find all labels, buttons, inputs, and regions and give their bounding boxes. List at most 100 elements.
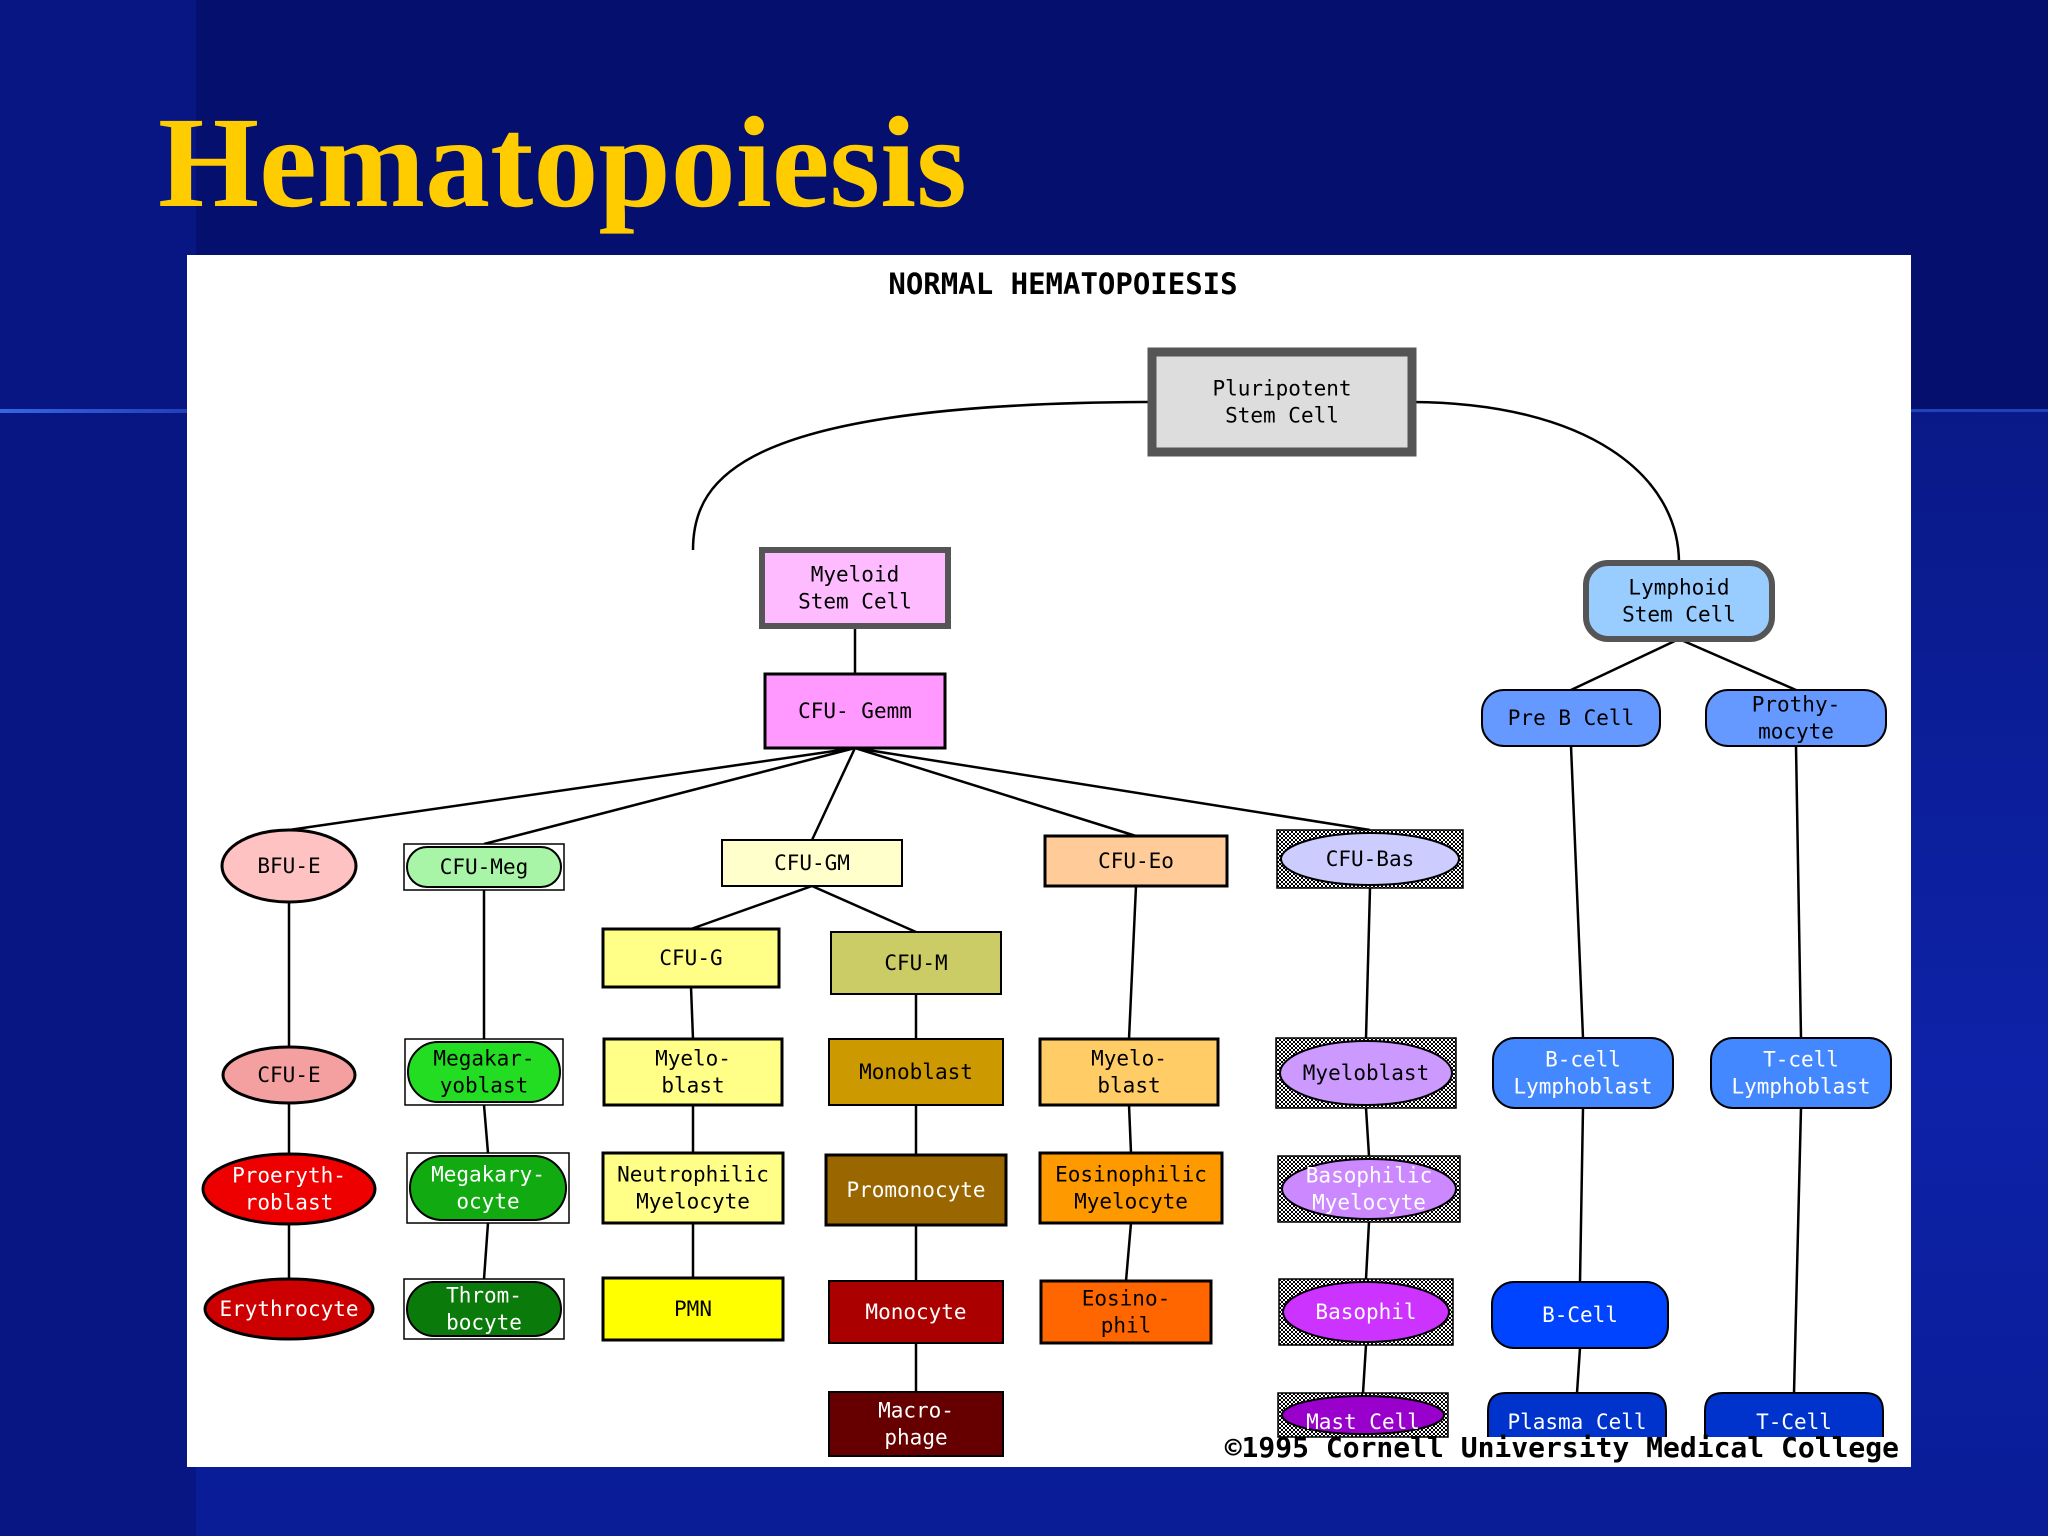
node-label: CFU-G — [659, 946, 722, 970]
node-label: Myelocyte — [1074, 1190, 1188, 1214]
node-label: Promonocyte — [846, 1178, 985, 1202]
node-plasma-cell: Plasma Cell — [1487, 1392, 1667, 1437]
node-label: Myelocyte — [636, 1190, 750, 1214]
connector-cfu_eo-myeloblast_eo — [1127, 885, 1138, 1040]
node-label: roblast — [245, 1191, 334, 1215]
node-label: Basophilic — [1306, 1164, 1432, 1188]
connector-megakaryocyte-thrombocyte — [482, 1222, 490, 1280]
copyright-notice: ©1995 Cornell University Medical College — [1225, 1431, 1899, 1464]
node-cfu-eo: CFU-Eo — [1043, 834, 1229, 888]
node-label: Eosino- — [1082, 1287, 1171, 1311]
node-label: Lymphoid — [1628, 576, 1729, 600]
node-label: Neutrophilic — [617, 1163, 769, 1187]
connector-myeloblast_bas-basophilic_myelocyte — [1364, 1107, 1371, 1157]
node-label: blast — [661, 1074, 724, 1098]
connector-basophil-mast_cell — [1361, 1344, 1368, 1394]
node-label: Lymphoblast — [1513, 1075, 1652, 1099]
node-label: Macro- — [878, 1399, 954, 1423]
node-monocyte: Monocyte — [828, 1280, 1004, 1344]
connector-basophilic_myelocyte-basophil — [1364, 1221, 1371, 1280]
node-label: CFU-Meg — [440, 855, 529, 879]
node-label: Stem Cell — [1622, 603, 1736, 627]
connector-cfu_gemm-cfu_eo — [854, 746, 1137, 838]
connector-cfu_gemm-cfu_gm — [810, 747, 857, 841]
node-label: CFU- Gemm — [798, 699, 912, 723]
node-label: B-cell — [1545, 1048, 1621, 1072]
connector-t_lymphoblast-t_cell — [1792, 1107, 1803, 1394]
node-pmn: PMN — [601, 1276, 785, 1342]
node-label: Monocyte — [865, 1300, 966, 1324]
node-mast-cell: Mast Cell — [1277, 1392, 1449, 1438]
node-label: Myelo- — [655, 1047, 731, 1071]
node-label: Pluripotent — [1212, 377, 1351, 401]
node-label: BFU-E — [257, 854, 320, 878]
node-promonocyte: Promonocyte — [824, 1153, 1008, 1227]
node-erythrocyte: Erythrocyte — [203, 1277, 375, 1341]
node-label: B-Cell — [1542, 1303, 1618, 1327]
node-label: Megakar- — [433, 1047, 534, 1071]
node-myeloblast-bas: Myeloblast — [1275, 1037, 1457, 1109]
header-divider-right — [1910, 409, 2048, 412]
connector-cfu_gemm-cfu_meg — [483, 746, 856, 846]
node-label: Monoblast — [859, 1060, 973, 1084]
node-label: Megakary- — [431, 1163, 545, 1187]
node-label: Erythrocyte — [219, 1297, 358, 1321]
node-label: Stem Cell — [798, 590, 912, 614]
node-cfu-gm: CFU-GM — [721, 839, 903, 887]
node-label: bocyte — [446, 1311, 522, 1335]
node-label: phil — [1101, 1314, 1152, 1338]
node-label: Pre B Cell — [1508, 706, 1634, 730]
node-label: Plasma Cell — [1507, 1410, 1646, 1434]
node-label: Basophil — [1315, 1300, 1416, 1324]
connector-cfu_gemm-cfu_bas — [854, 746, 1371, 832]
connector-pluripotent-lymphoid — [1411, 400, 1681, 564]
node-pre-b: Pre B Cell — [1481, 689, 1661, 747]
node-label: phage — [884, 1426, 947, 1450]
node-b-cell: B-Cell — [1491, 1281, 1669, 1349]
connector-b_lymphoblast-b_cell — [1578, 1107, 1585, 1283]
node-label: CFU-Bas — [1326, 847, 1415, 871]
node-label: Prothy- — [1752, 693, 1841, 717]
node-cfu-g: CFU-G — [601, 927, 781, 989]
node-label: CFU-Eo — [1098, 849, 1174, 873]
connector-b_cell-plasma_cell — [1575, 1347, 1582, 1394]
node-label: CFU-M — [884, 951, 947, 975]
node-cfu-e: CFU-E — [221, 1045, 357, 1105]
connector-eosinophilic_myelocyte-eosinophil — [1124, 1222, 1133, 1282]
node-label: yoblast — [440, 1074, 529, 1098]
node-label: Mast Cell — [1306, 1410, 1420, 1434]
node-label: CFU-E — [257, 1063, 320, 1087]
slide-title: Hematopoiesis — [158, 91, 967, 235]
node-cfu-meg: CFU-Meg — [403, 843, 565, 891]
node-label: Myelo- — [1091, 1047, 1167, 1071]
connector-lymphoid-pre_b — [1570, 637, 1680, 692]
connector-myeloblast_eo-eosinophilic_myelocyte — [1127, 1104, 1133, 1154]
node-monoblast: Monoblast — [828, 1038, 1004, 1106]
connector-pluripotent-myeloid — [691, 400, 1153, 551]
node-bfu-e: BFU-E — [220, 828, 358, 904]
node-cfu-gemm: CFU- Gemm — [763, 672, 947, 750]
node-label: T-Cell — [1756, 1410, 1832, 1434]
node-cfu-m: CFU-M — [830, 931, 1002, 995]
node-myeloblast-eo: Myelo-blast — [1038, 1037, 1220, 1107]
node-label: CFU-GM — [774, 851, 850, 875]
node-megakaryocyte: Megakary-ocyte — [406, 1152, 570, 1224]
connector-cfu_gm-cfu_g — [690, 884, 813, 931]
node-label: Lymphoblast — [1731, 1075, 1870, 1099]
node-prothymocyte: Prothy-mocyte — [1705, 689, 1887, 747]
node-label: blast — [1097, 1074, 1160, 1098]
node-macrophage: Macro-phage — [828, 1391, 1004, 1457]
node-label: Proeryth- — [232, 1164, 346, 1188]
connector-lymphoid-prothymocyte — [1678, 637, 1797, 692]
node-megakaryoblast: Megakar-yoblast — [404, 1038, 564, 1106]
node-label: Throm- — [446, 1284, 522, 1308]
node-proerythroblast: Proeryth-roblast — [201, 1152, 377, 1226]
node-label: mocyte — [1758, 720, 1834, 744]
node-label: ocyte — [456, 1190, 519, 1214]
